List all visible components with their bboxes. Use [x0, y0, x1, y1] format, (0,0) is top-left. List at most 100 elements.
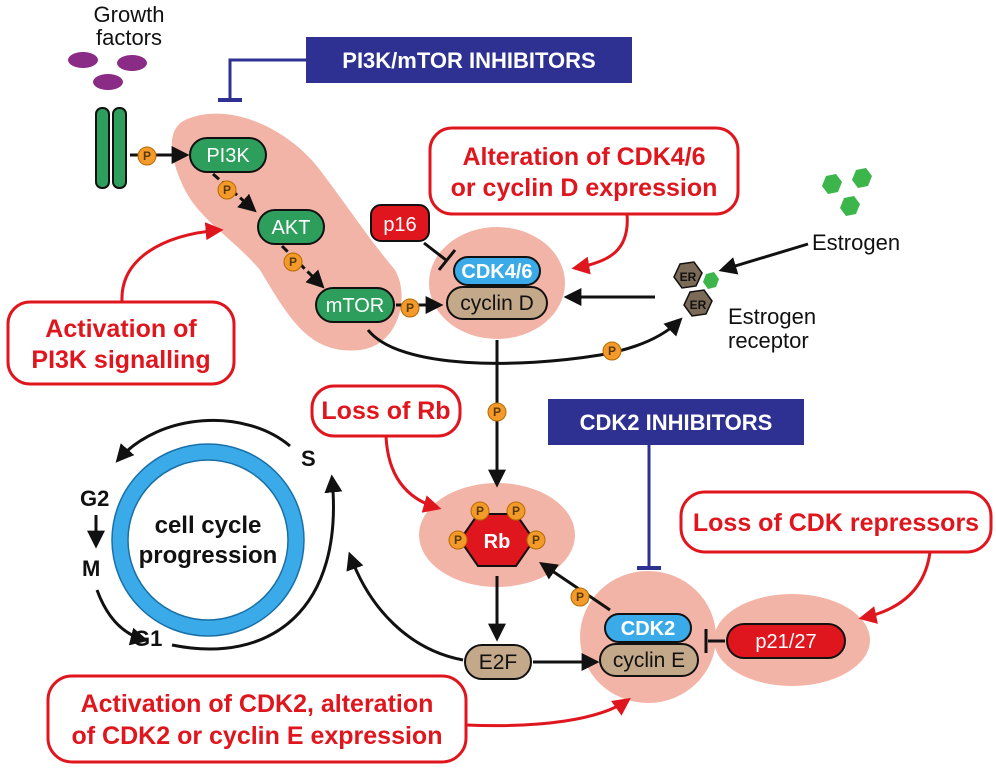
cdk2-node	[604, 613, 692, 643]
akt-label: AKT	[272, 217, 311, 239]
inhibition-bar	[437, 249, 457, 271]
activation-pi3k-text-1: Activation of	[45, 315, 197, 343]
loss-repressors-callout	[679, 490, 993, 554]
activation-cdk2-text-1: Activation of CDK2, alteration	[81, 690, 434, 718]
phosphate-label: P	[608, 344, 616, 358]
red-arrow	[465, 697, 631, 728]
arrow	[280, 244, 325, 289]
phosphate-label: P	[143, 149, 151, 163]
cycle-arrow	[171, 474, 343, 651]
estrogen-molecule-icon	[840, 196, 860, 216]
phase-g1-label: G1	[133, 626, 162, 651]
phosphate-icon	[602, 341, 622, 361]
er-label: ER	[680, 270, 697, 284]
p2127-label: p21/27	[755, 631, 816, 653]
phase-g2-label: G2	[80, 486, 109, 511]
phosphate-label: P	[576, 590, 584, 604]
growth-factor-ligand-icon	[117, 55, 147, 71]
growth-factor-ligand-icon	[93, 74, 123, 90]
p16-node	[370, 204, 430, 242]
activation-cdk2-text-2: of CDK2 or cyclin E expression	[72, 722, 443, 750]
phosphate-label: P	[406, 301, 414, 315]
estrogen-receptor-label-1: Estrogen	[728, 304, 816, 329]
mtor-label: mTOR	[326, 295, 385, 317]
phosphate-icon	[506, 501, 526, 521]
phosphate-label: P	[476, 504, 484, 518]
phosphate-label: P	[289, 255, 297, 269]
e2f-node	[464, 644, 532, 680]
phosphate-label: P	[512, 504, 520, 518]
p16-label: p16	[383, 214, 416, 236]
arrow	[539, 561, 611, 612]
e2f-label: E2F	[479, 651, 518, 674]
estrogen-bound-icon	[703, 272, 719, 289]
phosphate-icon	[487, 402, 507, 422]
phosphate-icon	[448, 530, 468, 550]
mtor-node	[315, 287, 395, 323]
receptor-icon	[95, 107, 110, 189]
pi3k-mtor-inhibitor-box	[306, 37, 632, 83]
estrogen-label: Estrogen	[812, 230, 900, 255]
cdk2-label: CDK2	[621, 618, 675, 640]
cyclin-d-label: cyclin D	[460, 292, 534, 315]
cdk2-inhibitor-box	[548, 399, 804, 445]
pi3k-node	[189, 137, 267, 173]
cell-cycle-ring-edge	[111, 443, 305, 637]
growth-factors-label-2: factors	[96, 25, 162, 50]
phase-m-label: M	[82, 556, 100, 581]
arrow	[366, 317, 683, 365]
cyclin-d-node	[446, 286, 548, 320]
pi3k-mtor-inhibitor-label: PI3K/mTOR INHIBITORS	[342, 48, 595, 73]
red-arrow	[384, 435, 442, 513]
cyclin-e-node	[599, 643, 699, 677]
phosphate-label: P	[493, 405, 501, 419]
loss-repressors-text: Loss of CDK repressors	[693, 509, 979, 537]
growth-factor-ligand-icon	[68, 52, 98, 68]
cdk46-label: CDK4/6	[461, 261, 532, 283]
receptor-icon	[112, 107, 127, 189]
loss-rb-text: Loss of Rb	[321, 397, 450, 425]
cdk46-node	[453, 256, 541, 286]
growth-factors-label-1: Growth	[94, 2, 165, 27]
inhibition-line	[423, 241, 447, 262]
cycle-arrow	[115, 418, 291, 463]
cell-cycle-center-2: progression	[139, 542, 278, 569]
pi3k-label: PI3K	[206, 145, 250, 167]
estrogen-molecule-icon	[822, 174, 842, 194]
arrow	[346, 551, 464, 662]
phosphate-icon	[470, 501, 490, 521]
red-arrow	[120, 222, 224, 303]
rb-label: Rb	[484, 531, 511, 553]
phosphate-icon	[137, 146, 157, 166]
cell-cycle-center-1: cell cycle	[155, 512, 262, 539]
estrogen-receptor-icon	[673, 261, 703, 289]
phosphate-label: P	[532, 533, 540, 547]
estrogen-molecule-icon	[852, 168, 872, 188]
alteration-cdk46-text-2: or cyclin D expression	[451, 174, 718, 202]
alteration-cdk46-callout	[428, 126, 740, 216]
phosphate-icon	[217, 180, 237, 200]
cell-cycle-ring-edge	[127, 459, 289, 621]
activation-pi3k-text-2: PI3K signalling	[31, 346, 210, 374]
phase-s-label: S	[301, 446, 316, 471]
cyclin-e-label: cyclin E	[613, 649, 685, 672]
cell-cycle-ring	[112, 444, 304, 636]
phosphate-icon	[526, 530, 546, 550]
activation-cdk2-callout	[46, 674, 468, 764]
red-arrow	[571, 213, 629, 275]
phosphate-icon	[570, 587, 590, 607]
alteration-cdk46-text-1: Alteration of CDK4/6	[462, 143, 705, 171]
p2127-node	[726, 623, 846, 659]
inhibition-line	[228, 58, 306, 100]
arrow	[718, 242, 809, 275]
cycle-arrow	[95, 589, 149, 646]
phosphate-label: P	[223, 183, 231, 197]
er-label: ER	[690, 298, 707, 312]
estrogen-receptor-label-2: receptor	[728, 328, 809, 353]
cdk2-inhibitor-label: CDK2 INHIBITORS	[580, 410, 773, 435]
red-arrow	[858, 551, 932, 624]
phosphate-icon	[400, 298, 420, 318]
estrogen-receptor-icon	[683, 289, 713, 317]
